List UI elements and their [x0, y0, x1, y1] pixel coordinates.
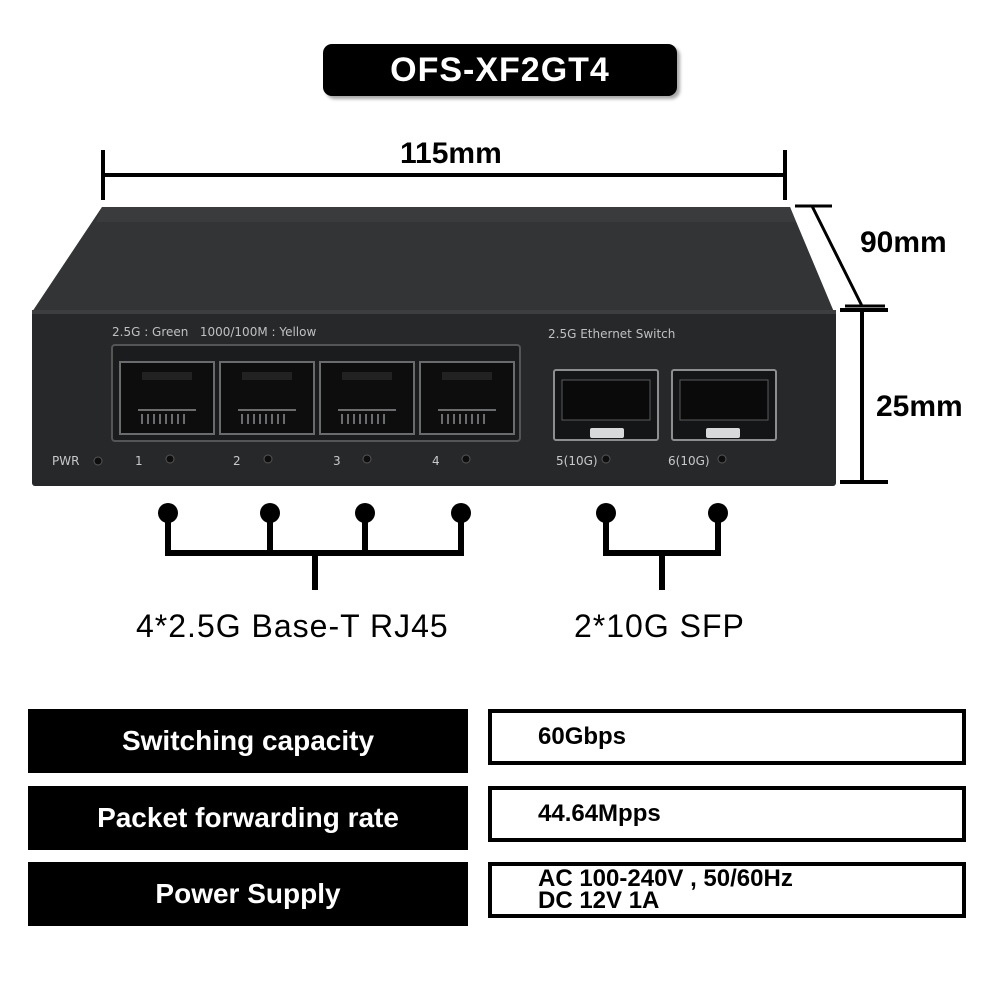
rj45-port-4 — [419, 361, 515, 435]
spec-label-switching-capacity: Switching capacity — [28, 709, 468, 773]
sfp-group-bracket — [603, 515, 721, 590]
spec-label-power-supply: Power Supply — [28, 862, 468, 926]
height-dimension-line — [840, 308, 888, 484]
spec-label-packet-forwarding-rate: Packet forwarding rate — [28, 786, 468, 850]
rj45-group-bracket — [165, 515, 464, 590]
led-legend: 2.5G : Green 1000/100M : Yellow — [112, 325, 316, 339]
depth-dimension-line — [795, 204, 885, 308]
rj45-port-2 — [219, 361, 315, 435]
port-led-1 — [165, 454, 175, 464]
chassis-top — [32, 207, 834, 312]
spec-value-switching-capacity: 60Gbps — [488, 709, 966, 765]
port-number-2: 2 — [233, 454, 241, 468]
spec-value-power-supply: AC 100-240V , 50/60Hz DC 12V 1A — [488, 862, 966, 918]
power-supply-ac: AC 100-240V , 50/60Hz — [538, 865, 793, 892]
rj45-port-3 — [319, 361, 415, 435]
sfp-port-5 — [553, 369, 659, 441]
depth-label: 90mm — [860, 226, 947, 259]
port-number-1: 1 — [135, 454, 143, 468]
port-led-3 — [362, 454, 372, 464]
port-number-6: 6(10G) — [668, 454, 710, 468]
rj45-port-1 — [119, 361, 215, 435]
port-number-4: 4 — [432, 454, 440, 468]
model-badge: OFS-XF2GT4 — [323, 44, 677, 96]
port-number-5: 5(10G) — [556, 454, 598, 468]
port-led-2 — [263, 454, 273, 464]
height-label: 25mm — [876, 390, 963, 423]
port-led-5 — [601, 454, 611, 464]
switch-label: 2.5G Ethernet Switch — [548, 327, 675, 341]
rj45-port-block — [111, 344, 521, 442]
sfp-group-label: 2*10G SFP — [574, 608, 745, 644]
spec-value-packet-forwarding-rate: 44.64Mpps — [488, 786, 966, 842]
width-dimension-line — [101, 150, 787, 200]
port-led-4 — [461, 454, 471, 464]
pwr-label: PWR — [52, 454, 79, 468]
pwr-led — [93, 456, 103, 466]
sfp-port-6 — [671, 369, 777, 441]
power-supply-dc: DC 12V 1A — [538, 887, 660, 914]
port-led-6 — [717, 454, 727, 464]
rj45-group-label: 4*2.5G Base-T RJ45 — [136, 608, 449, 644]
port-number-3: 3 — [333, 454, 341, 468]
width-label: 115mm — [400, 137, 502, 170]
model-name: OFS-XF2GT4 — [390, 50, 610, 89]
